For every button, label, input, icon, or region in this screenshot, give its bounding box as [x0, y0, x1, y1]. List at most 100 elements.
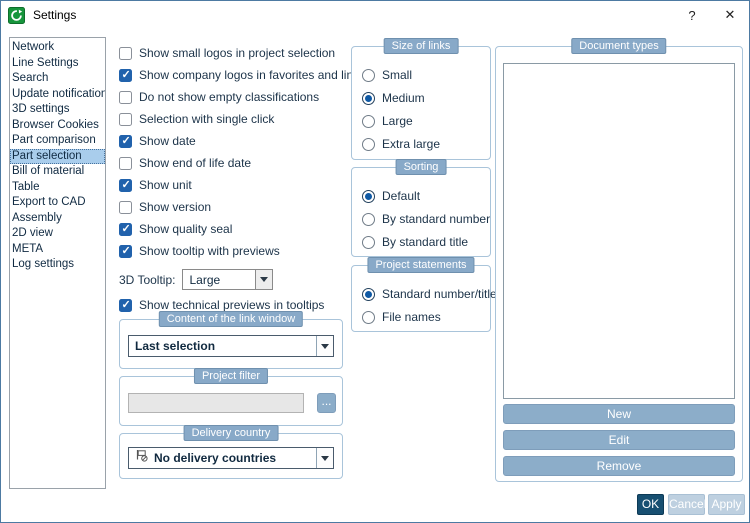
radio-row-extra-large[interactable]: Extra large	[362, 137, 440, 151]
radio-row-default[interactable]: Default	[362, 189, 490, 203]
project-filter-group-title: Project filter	[193, 368, 269, 384]
radio-button[interactable]	[362, 68, 375, 82]
checkbox-row-show-version[interactable]: Show version	[119, 200, 365, 214]
radio-row-file-names[interactable]: File names	[362, 310, 497, 324]
sidebar-item-search[interactable]: Search	[12, 72, 49, 84]
delivery-country-group: Delivery country No delivery countries	[119, 425, 343, 479]
checkbox[interactable]	[119, 298, 132, 312]
cancel-button[interactable]: Cancel	[668, 494, 706, 515]
sidebar-item-2d-view[interactable]: 2D view	[12, 227, 53, 239]
sidebar-item-table[interactable]: Table	[12, 180, 40, 193]
3d-tooltip-row: 3D Tooltip: Large	[119, 269, 274, 290]
checkbox[interactable]	[119, 68, 132, 82]
radio-label: Extra large	[382, 137, 441, 151]
checkbox-row-company-logos[interactable]: Show company logos in favorites and link…	[119, 68, 365, 82]
remove-button[interactable]: Remove	[503, 456, 735, 476]
radio-row-small[interactable]: Small	[362, 68, 440, 82]
chevron-down-icon[interactable]	[316, 336, 333, 356]
radio-button[interactable]	[362, 212, 375, 226]
checkbox-label: Selection with single click	[139, 112, 275, 126]
checkbox-label: Show technical previews in tooltips	[139, 298, 325, 312]
radio-label: Standard number/title	[382, 287, 497, 301]
no-country-flag-icon	[135, 448, 148, 468]
project-filter-input[interactable]	[128, 393, 304, 413]
sidebar-item-assembly[interactable]: Assembly	[12, 211, 62, 224]
checkbox[interactable]	[119, 244, 132, 258]
radio-row-medium[interactable]: Medium	[362, 91, 440, 105]
checkbox-label: Do not show empty classifications	[139, 90, 320, 104]
browse-button[interactable]: ...	[317, 393, 336, 413]
checkbox-label: Show date	[139, 134, 196, 148]
chevron-down-icon[interactable]	[316, 448, 333, 468]
sidebar-item-browser-cookies[interactable]: Browser Cookies	[12, 118, 99, 131]
project-statements-group: Project statements Standard number/title…	[351, 257, 497, 332]
radio-row-standard-number[interactable]: By standard number	[362, 212, 490, 226]
checkbox-row-end-of-life[interactable]: Show end of life date	[119, 156, 365, 170]
app-logo-icon	[8, 6, 25, 24]
document-types-list[interactable]	[503, 63, 735, 399]
radio-label: By standard number	[382, 212, 491, 226]
part-selection-options: Show small logos in project selection Sh…	[119, 46, 365, 266]
chevron-down-icon[interactable]	[255, 270, 273, 289]
size-of-links-group-title: Size of links	[383, 38, 459, 54]
checkbox-label: Show end of life date	[139, 156, 252, 170]
checkbox[interactable]	[119, 222, 132, 236]
apply-button[interactable]: Apply	[708, 494, 745, 515]
help-button[interactable]: ?	[688, 7, 696, 23]
title-bar: Settings ? ✕	[1, 1, 749, 29]
checkbox[interactable]	[119, 178, 132, 192]
checkbox-label: Show unit	[139, 178, 192, 192]
delivery-country-select[interactable]: No delivery countries	[128, 447, 334, 469]
sidebar-item-3d-settings[interactable]: 3D settings	[12, 103, 70, 115]
3d-tooltip-select[interactable]: Large	[182, 269, 274, 290]
radio-label: Large	[382, 114, 413, 128]
radio-button[interactable]	[362, 137, 375, 151]
checkbox-row-show-date[interactable]: Show date	[119, 134, 365, 148]
new-button[interactable]: New	[503, 404, 735, 424]
checkbox-row-quality-seal[interactable]: Show quality seal	[119, 222, 365, 236]
sidebar-item-bill-of-material[interactable]: Bill of material	[12, 165, 85, 177]
checkbox-row-show-unit[interactable]: Show unit	[119, 178, 365, 192]
checkbox-row-small-logos[interactable]: Show small logos in project selection	[119, 46, 365, 60]
radio-button[interactable]	[362, 91, 375, 105]
radio-button[interactable]	[362, 310, 375, 324]
radio-button[interactable]	[362, 114, 375, 128]
delivery-country-group-title: Delivery country	[183, 425, 279, 441]
radio-row-standard-number-title[interactable]: Standard number/title	[362, 287, 497, 301]
3d-tooltip-value: Large	[189, 273, 221, 287]
radio-button[interactable]	[362, 235, 375, 249]
close-icon[interactable]: ✕	[724, 7, 736, 22]
sidebar-item-export-to-cad[interactable]: Export to CAD	[12, 196, 86, 208]
checkbox[interactable]	[119, 90, 132, 104]
document-types-group: Document types New Edit Remove	[495, 38, 743, 482]
sidebar-item-part-selection[interactable]: Part selection	[10, 148, 105, 164]
project-statements-group-title: Project statements	[367, 257, 475, 273]
radio-button[interactable]	[362, 189, 375, 203]
radio-row-large[interactable]: Large	[362, 114, 440, 128]
project-filter-group: Project filter ...	[119, 368, 343, 426]
sidebar-item-meta[interactable]: META	[12, 242, 44, 255]
checkbox-row-empty-classifications[interactable]: Do not show empty classifications	[119, 90, 365, 104]
checkbox-row-tooltip-previews[interactable]: Show tooltip with previews	[119, 244, 365, 258]
sidebar-item-part-comparison[interactable]: Part comparison	[12, 134, 96, 146]
document-types-group-title: Document types	[571, 38, 667, 54]
sidebar-item-log-settings[interactable]: Log settings	[12, 258, 75, 270]
link-window-value: Last selection	[135, 339, 216, 353]
radio-button[interactable]	[362, 287, 375, 301]
checkbox[interactable]	[119, 200, 132, 214]
link-window-select[interactable]: Last selection	[128, 335, 334, 357]
sidebar-item-network[interactable]: Network	[12, 41, 55, 53]
sorting-group: Sorting Default By standard number By st…	[351, 159, 491, 257]
sidebar-item-update-notification[interactable]: Update notification	[12, 87, 106, 100]
edit-button[interactable]: Edit	[503, 430, 735, 450]
checkbox[interactable]	[119, 134, 132, 148]
checkbox[interactable]	[119, 156, 132, 170]
ok-button[interactable]: OK	[637, 494, 664, 515]
radio-row-standard-title[interactable]: By standard title	[362, 235, 490, 249]
checkbox[interactable]	[119, 112, 132, 126]
checkbox-label: Show company logos in favorites and link…	[139, 68, 366, 82]
checkbox-row-single-click[interactable]: Selection with single click	[119, 112, 365, 126]
checkbox-row-technical-previews[interactable]: Show technical previews in tooltips	[119, 298, 324, 312]
sidebar-item-line-settings[interactable]: Line Settings	[12, 56, 79, 69]
checkbox[interactable]	[119, 46, 132, 60]
